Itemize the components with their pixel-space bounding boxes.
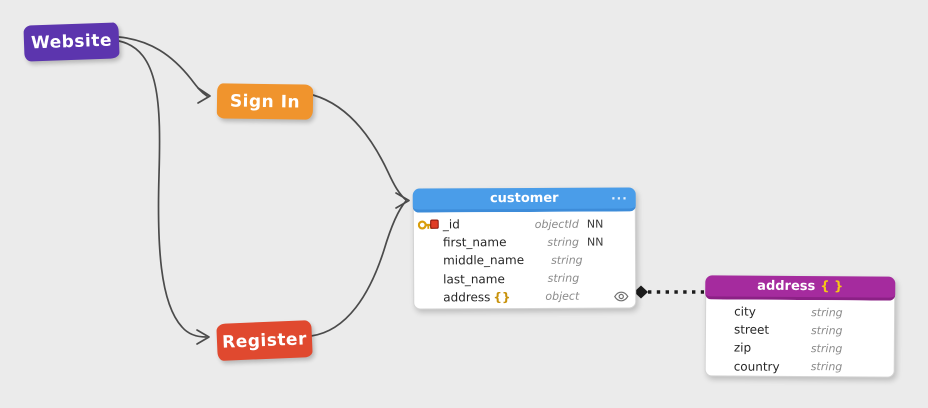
table-customer[interactable]: customer ··· _id objectId NN [412, 187, 637, 310]
table-address-header[interactable]: address { } [705, 275, 896, 301]
table-customer-menu-button[interactable]: ··· [611, 190, 628, 206]
node-sign-in[interactable]: Sign In [216, 83, 314, 120]
embed-diamond-terminator [634, 285, 648, 299]
field-name: city [734, 304, 756, 319]
table-customer-header[interactable]: customer ··· [412, 187, 636, 213]
arrowhead-register [196, 329, 210, 345]
field-row-zip[interactable]: zip string [706, 339, 894, 358]
table-address-braces: { } [820, 279, 844, 295]
field-name: last_name [443, 271, 505, 287]
table-address-title: address [757, 278, 816, 295]
connector-signin-customer[interactable] [312, 94, 407, 201]
field-row-street[interactable]: street string [706, 321, 894, 340]
field-name: street [733, 322, 770, 338]
connector-website-register[interactable] [118, 40, 207, 338]
field-type: objectId [534, 217, 579, 231]
node-website-label: Website [30, 30, 113, 54]
field-type: string [810, 323, 843, 338]
node-sign-in-label: Sign In [229, 91, 301, 112]
table-address-rows: city string street string zip string cou… [706, 299, 895, 376]
table-customer-title: customer [489, 190, 559, 207]
arrowhead-signin [197, 87, 211, 104]
field-name: country [733, 359, 780, 374]
field-row-id[interactable]: _id objectId NN [414, 214, 635, 233]
field-type: string [551, 253, 583, 267]
field-row-middle-name[interactable]: middle_name string [414, 251, 635, 270]
field-type: string [547, 271, 580, 286]
connector-website-signin[interactable] [118, 36, 208, 97]
field-row-first-name[interactable]: first_name string NN [414, 233, 635, 252]
eye-icon[interactable] [613, 290, 629, 302]
field-row-address[interactable]: address {} object [414, 287, 635, 306]
node-website[interactable]: Website [23, 22, 120, 62]
field-type: string [811, 305, 843, 319]
node-register-label: Register [221, 328, 308, 353]
field-name: zip [733, 341, 752, 356]
field-row-country[interactable]: country string [706, 357, 894, 376]
field-type: string [810, 360, 843, 374]
connector-register-customer[interactable] [310, 200, 407, 337]
field-name: first_name [442, 235, 507, 250]
field-type: object [545, 290, 580, 304]
table-customer-rows: _id objectId NN first_name string NN mid… [414, 211, 635, 306]
field-type: string [547, 235, 580, 249]
object-braces: {} [493, 289, 511, 305]
field-name: _id [442, 217, 460, 232]
arrowhead-customer [395, 192, 410, 209]
table-address[interactable]: address { } city string street string zi… [704, 275, 896, 378]
primary-key-icon [417, 218, 439, 234]
field-type: string [810, 342, 843, 356]
field-name: address [443, 290, 491, 305]
field-notnull-flag: NN [586, 235, 604, 249]
field-row-last-name[interactable]: last_name string [414, 269, 635, 288]
field-row-city[interactable]: city string [706, 302, 894, 321]
field-notnull-flag: NN [586, 217, 604, 231]
node-register[interactable]: Register [216, 320, 313, 361]
field-name: middle_name [443, 253, 525, 268]
